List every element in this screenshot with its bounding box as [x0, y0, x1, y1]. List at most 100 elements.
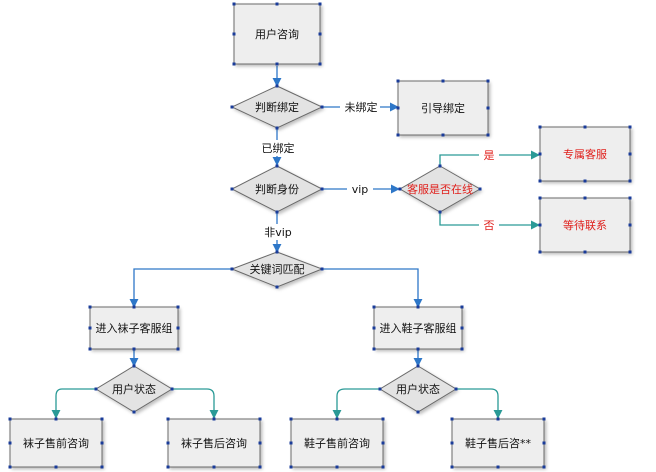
handle-marker: [416, 364, 420, 368]
handle-marker: [454, 387, 458, 391]
handle-marker: [486, 106, 490, 110]
node-judge-binding: 判断绑定: [230, 85, 324, 129]
edge-shoe-status-to-aftersale: [456, 388, 503, 419]
handle-marker: [230, 105, 234, 109]
handle-marker: [170, 387, 174, 391]
nodes: 用户咨询 判断绑定 引导绑定 判断身份 客服是否在线 专属客服: [9, 3, 631, 468]
handle-marker: [100, 417, 104, 421]
handle-marker: [496, 417, 500, 421]
svg-text:进入袜子客服组: 进入袜子客服组: [96, 321, 173, 335]
handle-marker: [100, 465, 104, 469]
edge-label-vip: vip: [352, 183, 369, 196]
handle-marker: [478, 187, 482, 191]
handle-marker: [275, 164, 279, 168]
handle-marker: [166, 441, 170, 445]
selection-handles: [8, 2, 632, 469]
handle-marker: [8, 417, 12, 421]
handle-marker: [176, 326, 180, 330]
handle-marker: [450, 417, 454, 421]
handle-marker: [438, 164, 442, 168]
handle-marker: [628, 223, 632, 227]
edge-labels: 未绑定 已绑定 vip 非vip 是 否: [258, 99, 499, 240]
handle-marker: [538, 250, 542, 254]
handle-marker: [94, 387, 98, 391]
handle-marker: [100, 441, 104, 445]
handle-marker: [132, 410, 136, 414]
handle-marker: [230, 267, 234, 271]
handle-marker: [450, 465, 454, 469]
handle-marker: [132, 305, 136, 309]
handle-marker: [289, 465, 293, 469]
node-guide-binding: 引导绑定: [397, 80, 489, 136]
handle-marker: [628, 250, 632, 254]
edge-keyword-to-shoe: [322, 268, 423, 308]
svg-text:判断身份: 判断身份: [255, 182, 299, 196]
handle-marker: [396, 79, 400, 83]
handle-marker: [396, 106, 400, 110]
handle-marker: [398, 187, 402, 191]
handle-marker: [486, 79, 490, 83]
handle-marker: [538, 152, 542, 156]
svg-text:判断绑定: 判断绑定: [255, 100, 299, 114]
handle-marker: [232, 32, 236, 36]
handle-marker: [372, 305, 376, 309]
node-sock-aftersale: 袜子售后咨询: [167, 418, 261, 468]
svg-text:专属客服: 专属客服: [563, 147, 607, 161]
handle-marker: [335, 465, 339, 469]
node-cs-online: 客服是否在线: [398, 165, 482, 213]
node-shoe-group: 进入鞋子客服组: [373, 306, 463, 350]
edges: [51, 66, 540, 419]
handle-marker: [460, 326, 464, 330]
handle-marker: [212, 417, 216, 421]
svg-text:等待联系: 等待联系: [563, 218, 607, 232]
handle-marker: [460, 347, 464, 351]
edge-sock-status-to-presale: [51, 388, 96, 419]
svg-text:鞋子售前咨询: 鞋子售前咨询: [304, 436, 370, 450]
handle-marker: [176, 347, 180, 351]
handle-marker: [583, 179, 587, 183]
handle-marker: [416, 347, 420, 351]
handle-marker: [232, 62, 236, 66]
handle-marker: [628, 125, 632, 129]
edge-label-no: 否: [484, 219, 495, 232]
node-user-inquiry: 用户咨询: [233, 3, 321, 65]
edge-shoe-status-to-presale: [332, 388, 380, 419]
handle-marker: [176, 305, 180, 309]
handle-marker: [372, 326, 376, 330]
svg-text:用户状态: 用户状态: [112, 382, 156, 396]
handle-marker: [258, 465, 262, 469]
handle-marker: [372, 347, 376, 351]
handle-marker: [275, 84, 279, 88]
handle-marker: [275, 62, 279, 66]
handle-marker: [583, 250, 587, 254]
handle-marker: [320, 267, 324, 271]
svg-text:引导绑定: 引导绑定: [421, 101, 465, 115]
node-shoe-status: 用户状态: [379, 365, 457, 413]
handle-marker: [381, 465, 385, 469]
handle-marker: [275, 126, 279, 130]
handle-marker: [275, 285, 279, 289]
handle-marker: [378, 387, 382, 391]
svg-text:进入鞋子客服组: 进入鞋子客服组: [380, 321, 457, 335]
edge-label-non-vip: 非vip: [264, 226, 292, 239]
handle-marker: [320, 105, 324, 109]
handle-marker: [538, 179, 542, 183]
handle-marker: [320, 187, 324, 191]
handle-marker: [132, 347, 136, 351]
handle-marker: [289, 417, 293, 421]
handle-marker: [628, 196, 632, 200]
edge-online-to-dedicated: [439, 150, 540, 166]
handle-marker: [542, 465, 546, 469]
handle-marker: [166, 417, 170, 421]
handle-marker: [628, 179, 632, 183]
handle-marker: [381, 441, 385, 445]
handle-marker: [335, 417, 339, 421]
handle-marker: [416, 305, 420, 309]
handle-marker: [289, 441, 293, 445]
handle-marker: [88, 347, 92, 351]
handle-marker: [538, 196, 542, 200]
handle-marker: [628, 152, 632, 156]
node-shoe-aftersale: 鞋子售后咨**: [451, 418, 545, 468]
handle-marker: [8, 441, 12, 445]
